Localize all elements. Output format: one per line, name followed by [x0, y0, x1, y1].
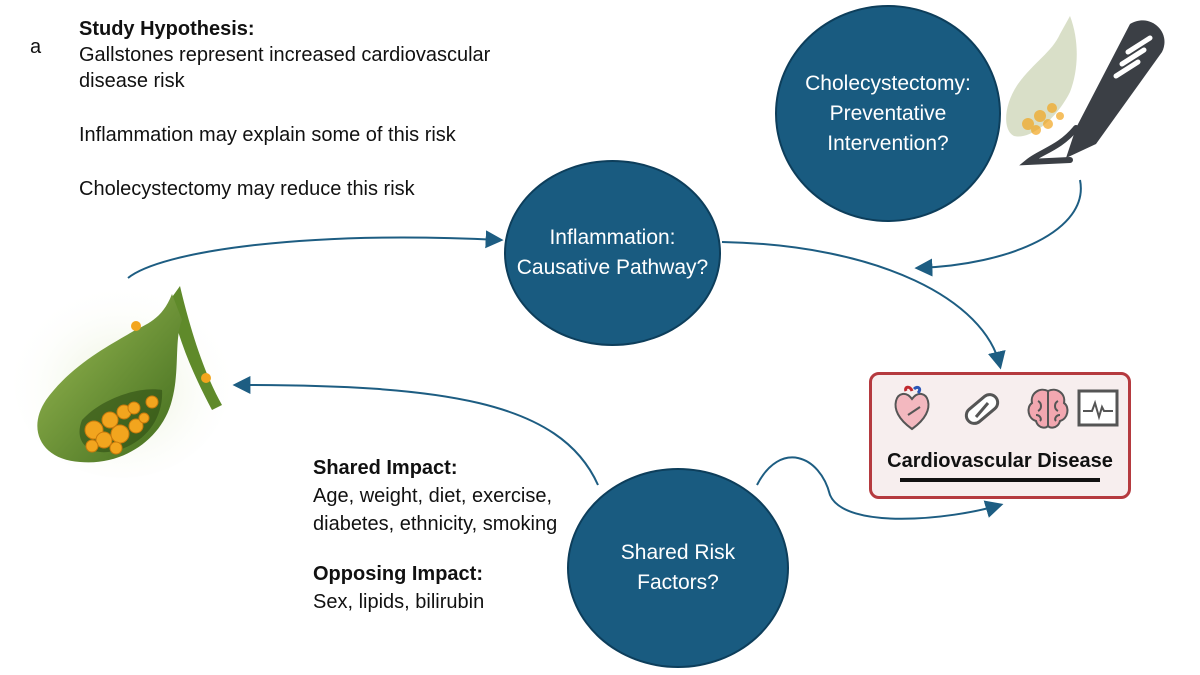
hypothesis-heading: Study Hypothesis:	[79, 18, 255, 40]
node-cholecystectomy: Cholecystectomy: Preventative Interventi…	[775, 5, 1001, 222]
panel-label: a	[30, 36, 42, 58]
node-inflammation: Inflammation: Causative Pathway?	[504, 160, 721, 346]
arrow-cholecystectomy-to-cvd	[914, 179, 1082, 277]
opposing-impact-heading: Opposing Impact:	[313, 563, 483, 585]
pill-icon	[964, 393, 1000, 425]
risk-factors: Shared Impact: Age, weight, diet, exerci…	[313, 454, 573, 638]
cvd-icons	[886, 385, 1119, 433]
cardiovascular-disease-box: Cardiovascular Disease	[869, 372, 1131, 499]
brain-icon	[1027, 388, 1069, 429]
hypothesis-line-gallstones: Gallstones represent increased cardiovas…	[79, 44, 491, 92]
shared-impact-block: Shared Impact: Age, weight, diet, exerci…	[313, 454, 573, 538]
arrow-gallbladder-to-inflammation	[127, 230, 504, 279]
gallbladder-stones-icon	[14, 282, 230, 478]
opposing-impact-text: Sex, lipids, bilirubin	[313, 591, 485, 613]
shared-impact-heading: Shared Impact:	[313, 457, 458, 479]
gallbladder-scalpel-icon	[1006, 16, 1165, 166]
cvd-underline	[900, 478, 1100, 482]
cvd-title: Cardiovascular Disease	[887, 450, 1113, 472]
arrow-shared-to-cvd	[756, 456, 1004, 520]
arrow-shared-to-gallbladder	[232, 376, 599, 486]
study-hypothesis: Study Hypothesis: Gallstones represent i…	[79, 16, 499, 230]
node-shared-risk-factors: Shared Risk Factors?	[567, 468, 789, 668]
hypothesis-line-cholecystectomy: Cholecystectomy may reduce this risk	[79, 178, 415, 200]
hypothesis-line-inflammation: Inflammation may explain some of this ri…	[79, 124, 456, 146]
ecg-monitor-icon	[1077, 389, 1119, 427]
arrow-inflammation-to-cvd	[721, 241, 1006, 370]
opposing-impact-block: Opposing Impact: Sex, lipids, bilirubin	[313, 560, 573, 616]
heart-icon	[894, 385, 930, 431]
shared-impact-text: Age, weight, diet, exercise, diabetes, e…	[313, 485, 558, 535]
